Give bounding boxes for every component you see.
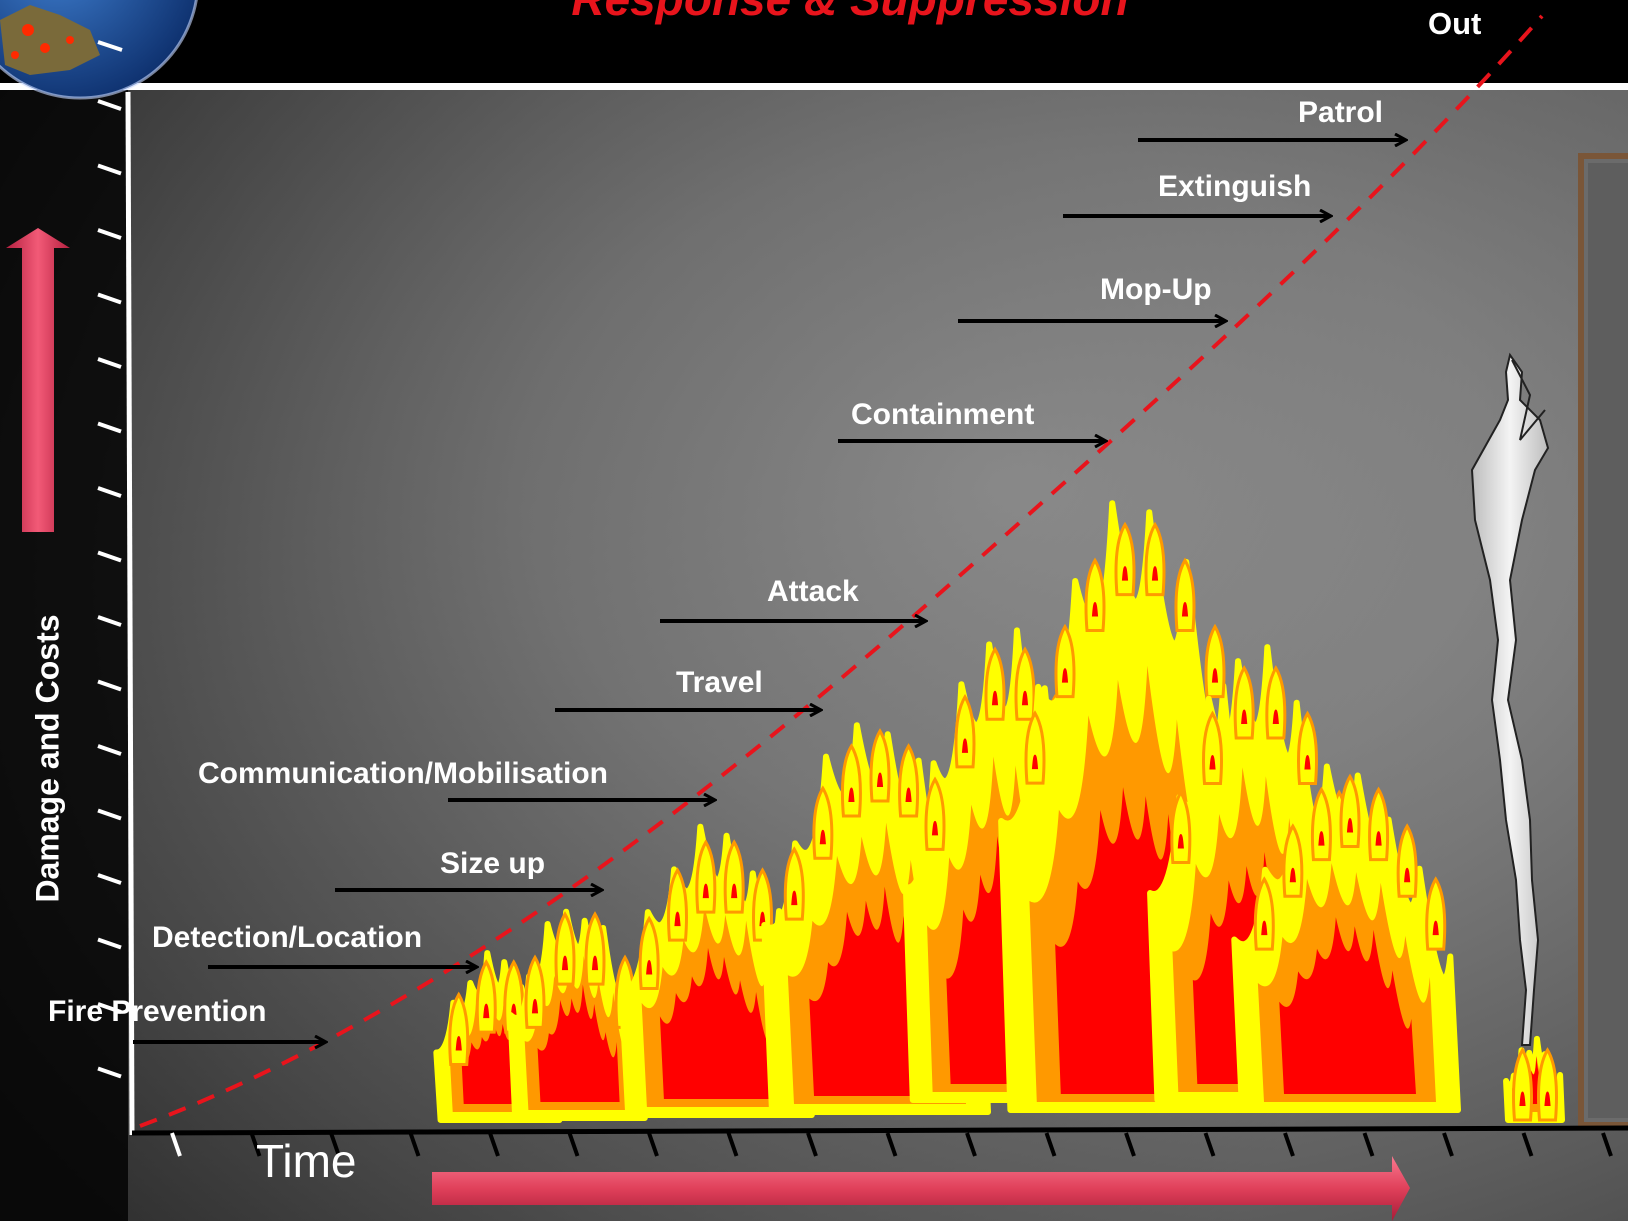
y-tick xyxy=(97,873,122,885)
stage-label: Detection/Location xyxy=(152,921,423,954)
y-tick xyxy=(97,486,122,498)
y-tick xyxy=(97,228,122,240)
globe-icon xyxy=(0,0,198,100)
x-tick xyxy=(1044,1132,1057,1157)
header-divider xyxy=(0,83,1628,90)
x-tick xyxy=(965,1132,977,1157)
y-tick xyxy=(97,163,122,176)
fire-icon xyxy=(1231,763,1461,1113)
stage-label: Extinguish xyxy=(1158,170,1312,203)
door-icon xyxy=(1578,153,1628,1128)
x-tick xyxy=(488,1132,500,1157)
x-tick xyxy=(806,1132,818,1157)
y-tick xyxy=(97,744,122,756)
stage-arrows xyxy=(133,140,1405,1042)
fire-group xyxy=(433,500,1565,1123)
out-label: Out xyxy=(1428,6,1482,41)
response-curve xyxy=(139,14,1544,1128)
y-tick xyxy=(97,421,122,434)
fire-icon xyxy=(618,823,815,1118)
stage-label: Travel xyxy=(676,666,763,699)
y-tick xyxy=(97,937,122,950)
x-tick xyxy=(1124,1132,1136,1157)
y-tick xyxy=(97,808,122,821)
fire-icon xyxy=(1503,1035,1565,1123)
stage-label: Attack xyxy=(767,575,859,608)
y-tick xyxy=(97,357,122,369)
stage-label: Communication/Mobilisation xyxy=(198,757,608,790)
x-tick xyxy=(170,1132,182,1157)
x-tick xyxy=(567,1132,580,1157)
x-ticks xyxy=(170,1132,1613,1157)
y-axis xyxy=(125,91,135,1136)
x-tick xyxy=(329,1132,341,1157)
x-tick xyxy=(1442,1132,1454,1157)
smoke-wisp xyxy=(1511,359,1546,441)
x-tick xyxy=(1521,1132,1534,1157)
x-tick xyxy=(1362,1132,1375,1157)
right-arrow xyxy=(432,1156,1410,1221)
left-band xyxy=(0,90,128,1221)
x-tick xyxy=(726,1132,739,1157)
x-axis xyxy=(131,1125,1628,1136)
y-tick xyxy=(97,1002,122,1014)
y-tick xyxy=(97,679,122,692)
up-arrow xyxy=(6,228,70,532)
smoke-plume-icon xyxy=(1470,352,1550,1046)
stage-label: Fire Prevention xyxy=(48,995,267,1028)
y-tick xyxy=(97,550,122,563)
y-tick xyxy=(97,1066,122,1079)
page-title: Response & Suppression xyxy=(500,0,1200,26)
y-ticks xyxy=(97,99,122,1079)
y-tick xyxy=(97,615,122,627)
stage-label: Patrol xyxy=(1298,96,1384,129)
x-tick xyxy=(249,1132,262,1157)
x-tick xyxy=(1601,1132,1613,1157)
y-tick xyxy=(97,292,122,305)
x-tick xyxy=(647,1132,659,1157)
header-band xyxy=(0,0,1628,83)
y-tick xyxy=(97,99,122,111)
stage-label: Mop-Up xyxy=(1100,273,1212,306)
x-tick xyxy=(1283,1132,1295,1157)
stage-label: Containment xyxy=(851,398,1035,431)
x-tick xyxy=(408,1132,421,1157)
x-tick xyxy=(1203,1132,1216,1157)
y-axis-label: Damage and Costs xyxy=(29,614,66,903)
x-tick xyxy=(885,1132,898,1157)
stage-label: Size up xyxy=(440,847,546,880)
x-axis-label: Time xyxy=(256,1135,357,1187)
